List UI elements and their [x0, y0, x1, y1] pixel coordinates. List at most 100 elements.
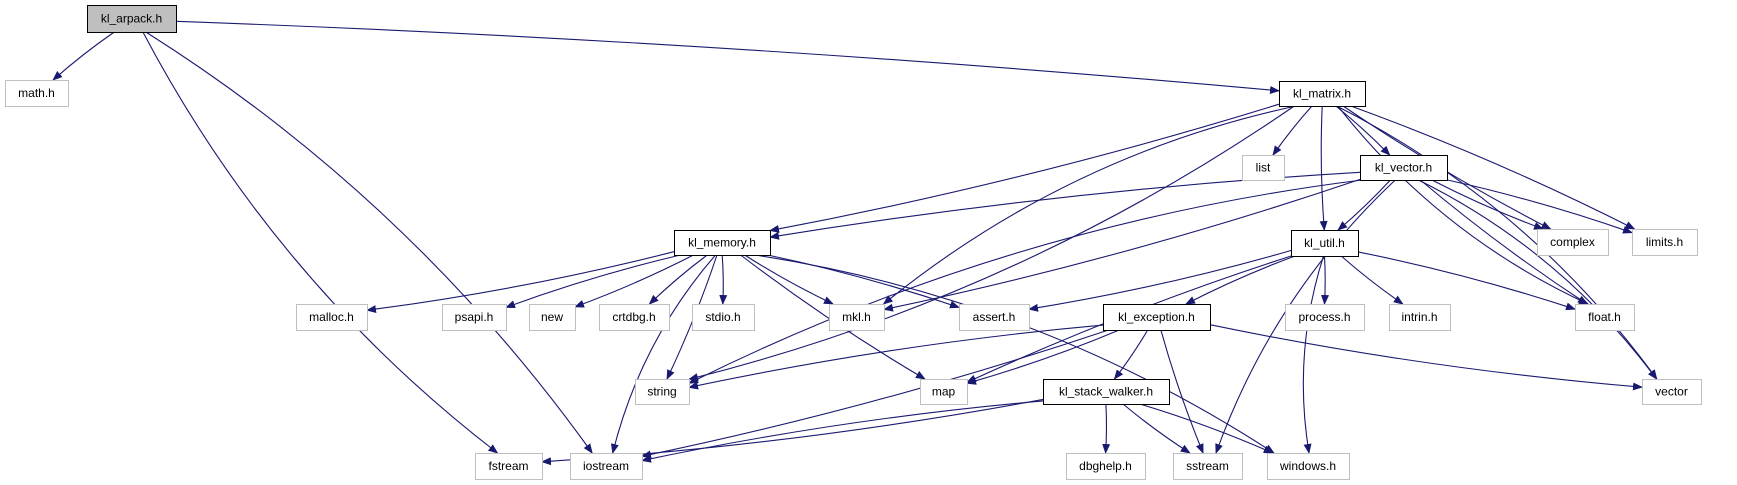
node-label: fstream: [488, 459, 528, 473]
node-box: [599, 304, 670, 331]
node-box: [1066, 453, 1146, 480]
node-label: stdio.h: [705, 310, 740, 324]
edge-kl-memory-to-iostream: [610, 254, 716, 454]
edge-kl-vector-to-float: [1419, 179, 1588, 305]
edge-kl-arpack-to-kl-matrix: [175, 20, 1280, 94]
node-vector: vector: [1642, 379, 1702, 405]
node-kl-util[interactable]: kl_util.h: [1291, 230, 1359, 257]
node-box: [1173, 453, 1243, 480]
edge-kl-exception-to-kl-stack-walker: [1113, 329, 1149, 380]
node-box: [442, 304, 507, 331]
node-box: [1279, 81, 1366, 107]
node-kl-memory[interactable]: kl_memory.h: [674, 230, 771, 256]
edge-kl-stack-walker-to-dbghelp: [1102, 403, 1111, 454]
node-map: map: [920, 379, 968, 405]
node-mkl: mkl.h: [829, 304, 885, 331]
edge-kl-exception-to-string: [688, 324, 1104, 390]
edge-kl-exception-to-vector: [1209, 324, 1643, 391]
edge-kl-matrix-to-list: [1272, 105, 1313, 156]
edge-kl-exception-to-map: [966, 329, 1120, 385]
node-box: [475, 453, 543, 480]
node-label: malloc.h: [309, 310, 354, 324]
node-box: [529, 304, 576, 331]
node-kl-exception[interactable]: kl_exception.h: [1103, 304, 1211, 331]
node-limits: limits.h: [1632, 229, 1698, 256]
node-label: dbghelp.h: [1079, 459, 1132, 473]
node-label: windows.h: [1279, 459, 1336, 473]
node-box: [692, 304, 755, 331]
node-assert: assert.h: [959, 304, 1030, 331]
node-box: [674, 230, 771, 256]
edge-kl-matrix-to-kl-memory: [769, 103, 1280, 233]
node-label: kl_memory.h: [688, 236, 756, 250]
node-label: kl_exception.h: [1118, 310, 1195, 324]
node-kl-stack-walker[interactable]: kl_stack_walker.h: [1043, 379, 1170, 405]
edge-kl-stack-walker-to-windows: [1139, 403, 1274, 454]
edge-kl-matrix-to-kl-util: [1319, 105, 1328, 231]
node-label: kl_matrix.h: [1293, 87, 1351, 101]
node-box: [920, 379, 968, 405]
node-box: [296, 304, 368, 331]
node-kl-matrix[interactable]: kl_matrix.h: [1279, 81, 1366, 107]
node-box: [1103, 304, 1211, 331]
node-psapi: psapi.h: [442, 304, 507, 331]
edge-kl-stack-walker-to-iostream: [641, 400, 1044, 463]
node-label: crtdbg.h: [612, 310, 655, 324]
node-complex: complex: [1537, 229, 1609, 256]
edge-kl-memory-to-windows: [754, 254, 1275, 454]
node-label: kl_util.h: [1304, 236, 1345, 250]
node-label: intrin.h: [1401, 310, 1437, 324]
node-label: kl_vector.h: [1375, 161, 1432, 175]
node-dbghelp: dbghelp.h: [1066, 453, 1146, 480]
edges-layer: [52, 20, 1658, 466]
edge-kl-memory-to-crtdbg: [648, 254, 708, 305]
edge-kl-vector-to-limits: [1446, 179, 1633, 234]
node-label: assert.h: [973, 310, 1016, 324]
node-box: [5, 80, 69, 107]
node-kl-arpack[interactable]: kl_arpack.h: [87, 5, 177, 33]
node-box: [829, 304, 885, 331]
edge-kl-util-to-process: [1321, 255, 1330, 305]
node-iostream: iostream: [570, 453, 643, 480]
edge-kl-vector-to-kl-util: [1337, 179, 1391, 231]
node-new: new: [529, 304, 576, 331]
edge-kl-exception-to-iostream: [641, 329, 1109, 459]
node-math: math.h: [5, 80, 69, 107]
node-label: float.h: [1588, 310, 1621, 324]
node-label: process.h: [1298, 310, 1350, 324]
node-box: [570, 453, 643, 480]
node-list: list: [1242, 155, 1285, 181]
edge-kl-memory-to-assert: [767, 254, 960, 309]
node-label: complex: [1550, 235, 1595, 249]
edge-kl-arpack-to-fstream: [142, 31, 499, 454]
node-box: [1537, 229, 1609, 256]
node-malloc: malloc.h: [296, 304, 368, 331]
node-kl-vector[interactable]: kl_vector.h: [1360, 155, 1448, 181]
node-float: float.h: [1575, 304, 1635, 331]
node-label: math.h: [18, 86, 55, 100]
edge-kl-memory-to-stdio: [719, 254, 728, 305]
edge-kl-util-to-assert: [1028, 249, 1292, 312]
edge-kl-matrix-to-float: [1337, 105, 1590, 305]
node-string: string: [635, 379, 690, 405]
edge-kl-matrix-to-vector: [1336, 105, 1658, 380]
node-label: list: [1256, 161, 1271, 175]
node-label: sstream: [1186, 459, 1229, 473]
node-box: [1043, 379, 1170, 405]
node-label: mkl.h: [842, 310, 871, 324]
node-label: iostream: [583, 459, 629, 473]
edge-kl-memory-to-psapi: [505, 254, 681, 309]
node-box: [1360, 155, 1448, 181]
node-label: string: [647, 385, 676, 399]
node-box: [1632, 229, 1698, 256]
node-crtdbg: crtdbg.h: [599, 304, 670, 331]
node-box: [1642, 379, 1702, 405]
edge-kl-vector-to-vector: [1418, 179, 1658, 380]
node-label: kl_stack_walker.h: [1059, 385, 1153, 399]
edge-kl-memory-to-mkl: [744, 254, 834, 305]
edge-kl-util-to-float: [1357, 251, 1576, 311]
edge-kl-matrix-to-string: [688, 105, 1295, 381]
edge-kl-matrix-to-mkl: [882, 105, 1297, 305]
node-process: process.h: [1285, 304, 1365, 331]
